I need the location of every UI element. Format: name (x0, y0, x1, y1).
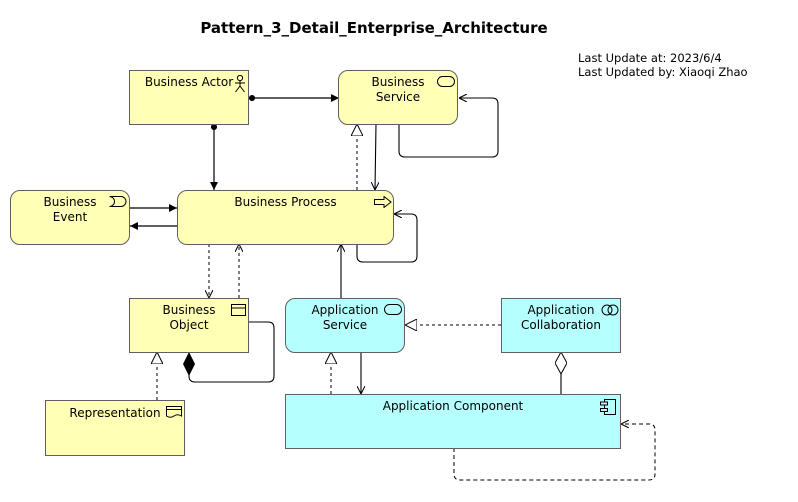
representation-icon (166, 406, 182, 418)
business-object-label-line1: Business (162, 303, 216, 317)
last-update-text: Last Update at: 2023/6/4 (578, 51, 722, 65)
application-component-label: Application Component (382, 399, 524, 413)
event-icon (109, 196, 127, 207)
business-object-label-line2: Object (169, 318, 209, 332)
diagram-title: Pattern_3_Detail_Enterprise_Architecture (200, 19, 548, 37)
application-service-label-line2: Service (322, 318, 368, 332)
application-component-node[interactable]: Application Component (285, 394, 621, 449)
diagram-meta: Last Update at: 2023/6/4 Last Updated by… (578, 51, 748, 79)
business-event-label-line2: Event (52, 210, 88, 224)
business-object-node[interactable]: Business Object (129, 298, 249, 353)
business-service-node[interactable]: Business Service (338, 70, 458, 125)
application-collaboration-node[interactable]: Application Collaboration (501, 298, 621, 353)
business-process-label: Business Process (234, 195, 337, 209)
business-event-label-line1: Business (43, 195, 97, 209)
representation-label: Representation (69, 406, 161, 420)
application-service-node[interactable]: Application Service (285, 298, 405, 353)
business-actor-node[interactable]: Business Actor (129, 70, 249, 125)
business-event-node[interactable]: Business Event (10, 190, 130, 245)
business-process-node[interactable]: Business Process (177, 190, 394, 245)
actor-icon (235, 75, 245, 93)
business-service-label-line1: Business (371, 75, 425, 89)
representation-node[interactable]: Representation (45, 400, 185, 456)
business-actor-label: Business Actor (144, 75, 234, 89)
object-icon (231, 304, 246, 316)
process-arrow-icon (374, 196, 392, 208)
service-icon (437, 76, 455, 87)
service-to-process-serving (375, 123, 376, 190)
service-icon (384, 304, 402, 315)
application-collaboration-label-line2: Collaboration (521, 318, 601, 332)
application-collaboration-label-line1: Application (527, 303, 595, 317)
business-process-self-loop (356, 214, 418, 263)
business-service-label-line2: Service (375, 90, 421, 104)
business-service-self-loop (398, 98, 499, 158)
component-icon (600, 399, 616, 415)
application-component-self-loop (453, 424, 656, 481)
collaboration-icon (601, 304, 619, 316)
last-updated-by-text: Last Updated by: Xiaoqi Zhao (578, 65, 748, 79)
business-object-composition-loop (183, 321, 275, 383)
application-service-label-line1: Application (311, 303, 379, 317)
